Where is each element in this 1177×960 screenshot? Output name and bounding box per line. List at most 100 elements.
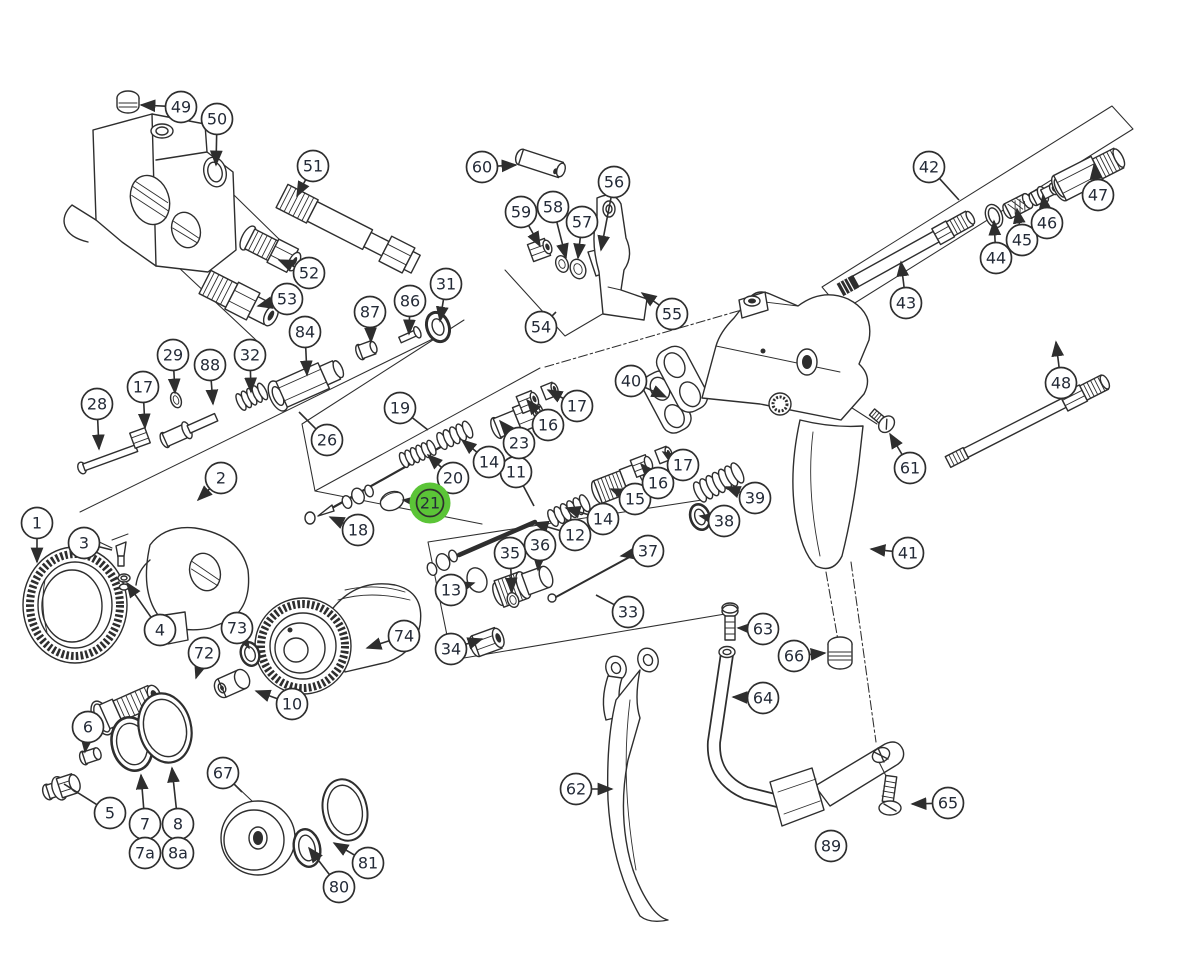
- callout-label: 17: [133, 378, 153, 397]
- callout-52: 52: [277, 256, 326, 290]
- callout-label: 1: [32, 514, 42, 533]
- part-53-fitting: [198, 269, 279, 327]
- callout-18: 18: [328, 513, 375, 547]
- callout-label: 40: [621, 372, 641, 391]
- callout-43: 43: [889, 260, 923, 320]
- callout-10: 10: [254, 687, 309, 721]
- callout-label: 12: [565, 526, 585, 545]
- callout-37: 37: [619, 534, 665, 568]
- callout-54: 54: [524, 310, 558, 344]
- callout-label: 41: [898, 544, 918, 563]
- callout-label: 16: [538, 416, 558, 435]
- callout-label: 50: [207, 110, 227, 129]
- callout-21-highlighted: 21: [401, 482, 451, 524]
- callout-73: 73: [220, 611, 254, 650]
- callout-label: 59: [511, 203, 531, 222]
- part-48-tube: [944, 374, 1111, 469]
- callout-14: 14: [460, 438, 506, 479]
- callout-28: 28: [80, 387, 114, 451]
- callout-41: 41: [869, 536, 925, 570]
- part-21-washer: [379, 490, 405, 512]
- callout-label: 7: [140, 815, 150, 834]
- callout-55: 55: [640, 292, 689, 331]
- part-gun-body: [701, 291, 871, 570]
- callout-29: 29: [156, 338, 190, 395]
- callout-label: 19: [390, 399, 410, 418]
- callout-label: 67: [213, 764, 233, 783]
- part-67-disc: [220, 781, 296, 876]
- callout-label: 47: [1088, 186, 1108, 205]
- callout-label: 6: [83, 718, 93, 737]
- part-88-stem: [159, 412, 219, 449]
- part-14-spring-a: [436, 420, 474, 451]
- callout-label: 10: [282, 695, 302, 714]
- callout-label: 13: [441, 581, 461, 600]
- callout-60: 60: [465, 150, 518, 184]
- callout-label: 37: [638, 542, 658, 561]
- callout-label: 23: [509, 434, 529, 453]
- callout-label: 57: [572, 213, 592, 232]
- part-84-valve-body: [267, 360, 345, 412]
- callout-label: 54: [531, 318, 551, 337]
- part-32-spring: [235, 382, 269, 411]
- callout-64: 64: [731, 681, 780, 715]
- callout-label: 35: [500, 544, 520, 563]
- callout-label: 53: [277, 290, 297, 309]
- callout-3: 3: [67, 526, 113, 560]
- callout-17: 17: [546, 389, 594, 423]
- callout-label: 88: [200, 356, 220, 375]
- callout-label: 86: [400, 292, 420, 311]
- part-1-retaining-ring: [22, 546, 128, 664]
- part-86-pin: [398, 325, 422, 344]
- part-10-sleeve: [213, 668, 251, 699]
- callout-label: 61: [900, 459, 920, 478]
- part-45-filter: [1002, 192, 1034, 220]
- part-87-nut: [355, 339, 378, 361]
- callout-50: 50: [200, 102, 234, 167]
- callout-84: 84: [288, 315, 322, 377]
- callout-label: 56: [604, 173, 624, 192]
- callout-42: 42: [912, 150, 960, 201]
- part-62-trigger: [602, 647, 669, 923]
- part-43-tube: [836, 210, 976, 297]
- callout-45: 45: [1005, 207, 1039, 257]
- callout-label: 65: [938, 794, 958, 813]
- callout-label: 38: [714, 512, 734, 531]
- callout-51: 51: [296, 149, 330, 198]
- callout-57: 57: [565, 205, 599, 260]
- callout-87: 87: [353, 295, 387, 344]
- callout-label: 63: [753, 620, 773, 639]
- callout-label: 39: [745, 489, 765, 508]
- callout-label: 44: [986, 249, 1006, 268]
- part-17-nut-a: [129, 427, 151, 449]
- callout-label: 20: [443, 469, 463, 488]
- callout-label: 31: [436, 275, 456, 294]
- callout-19: 19: [383, 391, 429, 431]
- callout-label: 58: [543, 198, 563, 217]
- callout-17: 17: [126, 370, 160, 430]
- callout-61: 61: [889, 432, 927, 485]
- callout-74: 74: [365, 619, 421, 653]
- callout-1: 1: [20, 506, 54, 564]
- callout-label: 46: [1037, 214, 1057, 233]
- callout-label: 29: [163, 346, 183, 365]
- part-manifold: [63, 113, 237, 273]
- callout-5: 5: [63, 783, 127, 830]
- part-51-valve-stem: [275, 183, 421, 274]
- callout-label: 87: [360, 303, 380, 322]
- callout-label: 18: [348, 521, 368, 540]
- part-58-washer: [554, 255, 570, 273]
- part-64-tube: [706, 645, 804, 814]
- callout-label: 5: [105, 804, 115, 823]
- callout-6: 6: [71, 710, 105, 754]
- callout-label: 17: [567, 397, 587, 416]
- callout-label: 34: [441, 640, 461, 659]
- callout-38: 38: [698, 504, 741, 538]
- callout-label: 81: [358, 854, 378, 873]
- callout-label: 14: [593, 510, 613, 529]
- part-59-nut: [526, 237, 553, 263]
- callout-36: 36: [523, 528, 557, 572]
- part-81-ring: [321, 778, 369, 842]
- callout-58: 58: [536, 190, 570, 260]
